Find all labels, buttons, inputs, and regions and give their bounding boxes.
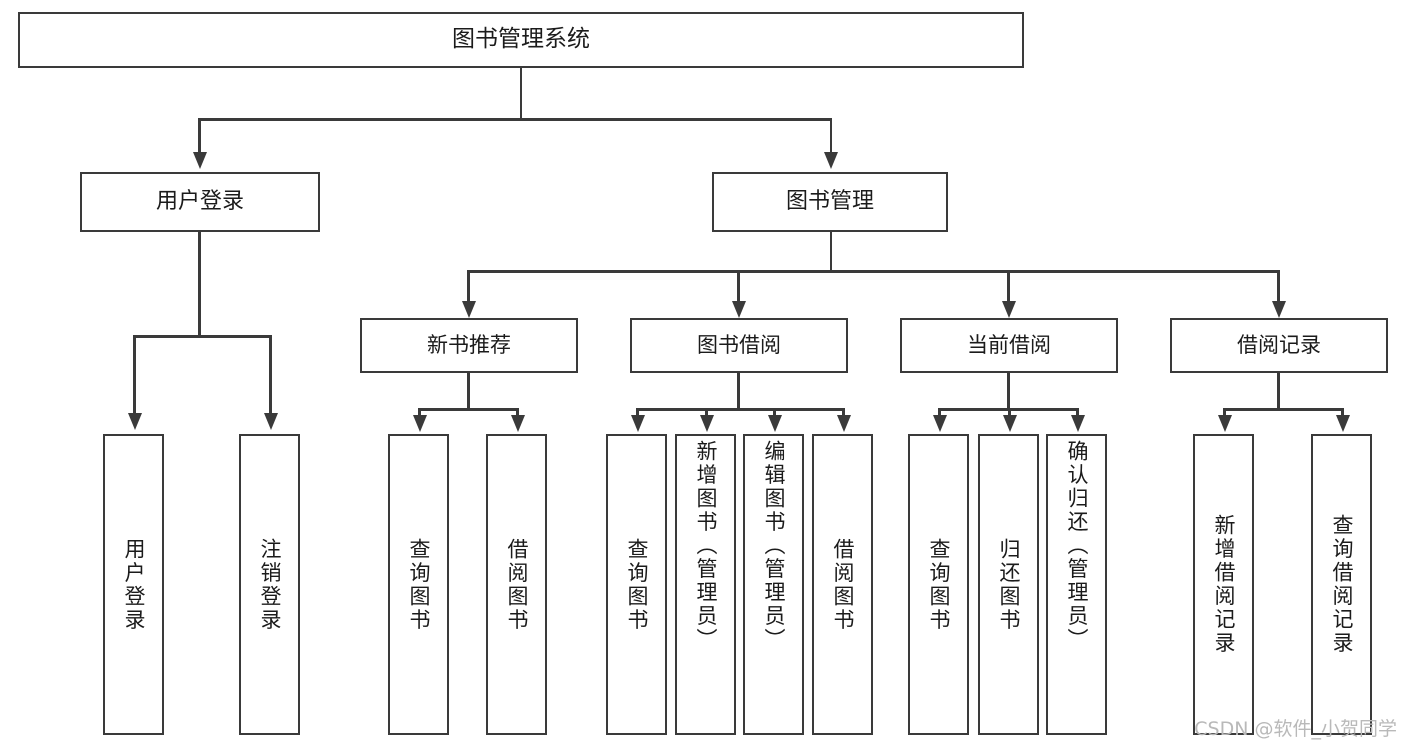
leaf-user-login-login[interactable]: 用户登录 — [103, 434, 164, 735]
edge-book-borrow-to-leaf-1 — [705, 408, 708, 418]
node-label: 图书借阅 — [697, 333, 781, 358]
edge-root-to-book-manage — [829, 118, 832, 154]
arrow-root-to-user-login — [192, 152, 207, 169]
edge-book-borrow-to-leaf-0 — [636, 408, 639, 418]
edge-book-manage-to-l2-3 — [1277, 270, 1280, 303]
arrow-current-borrow-to-leaf-1 — [1002, 415, 1017, 432]
edge-book-borrow-to-leaf-2 — [773, 408, 776, 418]
edge-user-login-to-leaf-1 — [269, 335, 272, 415]
node-label: 借阅记录 — [1237, 333, 1321, 358]
leaf-borrow-record-query[interactable]: 查询借阅记录 — [1311, 434, 1372, 735]
edge-book-manage-fanout-bar — [467, 270, 1278, 273]
edge-book-borrow-fanout-bar — [636, 408, 844, 411]
leaf-book-borrow-edit[interactable]: 编辑图书（管理员） — [743, 434, 804, 735]
edge-current-borrow-to-leaf-1 — [1008, 408, 1011, 418]
edge-root-to-user-login — [198, 118, 201, 154]
leaf-new-book-borrow[interactable]: 借阅图书 — [486, 434, 547, 735]
node-label: 归还图书 — [997, 537, 1021, 632]
leaf-current-borrow-confirm-return[interactable]: 确认归还（管理员） — [1046, 434, 1107, 735]
leaf-borrow-record-add[interactable]: 新增借阅记录 — [1193, 434, 1254, 735]
arrow-new-book-to-leaf-0 — [412, 415, 427, 432]
node-user-login[interactable]: 用户登录 — [80, 172, 320, 232]
edge-borrow-record-to-leaf-1 — [1341, 408, 1344, 418]
arrow-current-borrow-to-leaf-0 — [932, 415, 947, 432]
node-label: 新增借阅记录 — [1212, 514, 1236, 655]
edge-book-borrow-to-leaf-3 — [842, 408, 845, 418]
edge-borrow-record-stem — [1277, 373, 1280, 408]
edge-borrow-record-fanout-bar — [1223, 408, 1343, 411]
arrow-user-login-to-leaf-1 — [263, 413, 278, 430]
arrow-new-book-to-leaf-1 — [510, 415, 525, 432]
edge-root-stem — [519, 68, 522, 118]
leaf-book-borrow-add[interactable]: 新增图书（管理员） — [675, 434, 736, 735]
edge-current-borrow-stem — [1007, 373, 1010, 408]
edge-user-login-fanout-bar — [133, 335, 271, 338]
node-book-management[interactable]: 图书管理 — [712, 172, 948, 232]
edge-new-book-fanout-bar — [418, 408, 518, 411]
node-label: 当前借阅 — [967, 333, 1051, 358]
arrow-user-login-to-leaf-0 — [127, 413, 142, 430]
leaf-book-borrow-borrow[interactable]: 借阅图书 — [812, 434, 873, 735]
arrow-book-borrow-to-leaf-1 — [699, 415, 714, 432]
node-label: 查询借阅记录 — [1330, 514, 1354, 655]
node-label: 新增图书（管理员） — [694, 440, 718, 652]
node-label: 查询图书 — [625, 537, 649, 632]
node-label: 图书管理系统 — [452, 26, 590, 53]
node-new-book-recommend[interactable]: 新书推荐 — [360, 318, 578, 373]
leaf-current-borrow-query[interactable]: 查询图书 — [908, 434, 969, 735]
edge-book-manage-to-l2-2 — [1007, 270, 1010, 303]
node-label: 借阅图书 — [505, 537, 529, 632]
arrow-book-borrow-to-leaf-0 — [630, 415, 645, 432]
node-root-system[interactable]: 图书管理系统 — [18, 12, 1024, 68]
arrow-book-manage-to-l2-3 — [1271, 301, 1286, 318]
edge-book-manage-stem — [829, 232, 832, 270]
arrow-book-borrow-to-leaf-2 — [767, 415, 782, 432]
node-current-borrow[interactable]: 当前借阅 — [900, 318, 1118, 373]
edge-borrow-record-to-leaf-0 — [1223, 408, 1226, 418]
arrow-book-manage-to-l2-1 — [731, 301, 746, 318]
leaf-new-book-query[interactable]: 查询图书 — [388, 434, 449, 735]
leaf-book-borrow-query[interactable]: 查询图书 — [606, 434, 667, 735]
edge-user-login-stem — [198, 232, 201, 335]
edge-new-book-stem — [467, 373, 470, 408]
leaf-current-borrow-return[interactable]: 归还图书 — [978, 434, 1039, 735]
node-borrow-record[interactable]: 借阅记录 — [1170, 318, 1388, 373]
node-label: 注销登录 — [258, 537, 282, 632]
edge-new-book-to-leaf-0 — [418, 408, 421, 418]
edge-new-book-to-leaf-1 — [516, 408, 519, 418]
csdn-watermark: CSDN @软件_小贺同学 — [1194, 718, 1397, 740]
arrow-root-to-book-manage — [824, 152, 838, 169]
edge-book-manage-to-l2-1 — [737, 270, 740, 303]
node-label: 用户登录 — [122, 537, 146, 632]
arrow-current-borrow-to-leaf-2 — [1070, 415, 1085, 432]
node-label: 借阅图书 — [831, 537, 855, 632]
node-label: 新书推荐 — [427, 333, 511, 358]
arrow-book-manage-to-l2-2 — [1001, 301, 1016, 318]
node-book-borrow[interactable]: 图书借阅 — [630, 318, 848, 373]
node-label: 确认归还（管理员） — [1065, 440, 1089, 652]
leaf-user-login-logout[interactable]: 注销登录 — [239, 434, 300, 735]
arrow-book-manage-to-l2-0 — [461, 301, 476, 318]
edge-user-login-to-leaf-0 — [133, 335, 136, 415]
edge-root-fanout-bar — [198, 118, 832, 121]
edge-book-borrow-stem — [737, 373, 740, 408]
node-label: 用户登录 — [155, 189, 244, 215]
node-label: 查询图书 — [927, 537, 951, 632]
edge-book-manage-to-l2-0 — [467, 270, 470, 303]
arrow-borrow-record-to-leaf-0 — [1217, 415, 1232, 432]
edge-current-borrow-to-leaf-2 — [1076, 408, 1079, 418]
node-label: 图书管理 — [785, 189, 874, 215]
node-label: 查询图书 — [407, 537, 431, 632]
edge-current-borrow-to-leaf-0 — [938, 408, 941, 418]
node-label: 编辑图书（管理员） — [762, 440, 786, 652]
arrow-book-borrow-to-leaf-3 — [836, 415, 851, 432]
arrow-borrow-record-to-leaf-1 — [1335, 415, 1350, 432]
